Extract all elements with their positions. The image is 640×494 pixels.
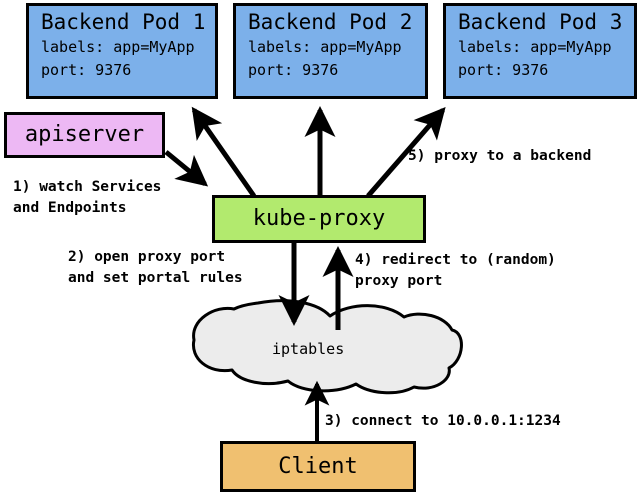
- pod-3-labels: labels: app=MyApp: [458, 38, 612, 56]
- edge-label-step1-line2: and Endpoints: [13, 200, 127, 216]
- node-apiserver[interactable]: apiserver: [4, 112, 165, 158]
- pod-3-title: Backend Pod 3: [458, 10, 623, 34]
- apiserver-label: apiserver: [24, 122, 145, 147]
- edge-label-step4-line2: proxy port: [355, 273, 443, 289]
- pod-2-labels: labels: app=MyApp: [248, 38, 402, 56]
- pod-2-title: Backend Pod 2: [248, 10, 413, 34]
- kube-proxy-label: kube-proxy: [252, 206, 386, 231]
- pod-1-port: port: 9376: [41, 61, 132, 79]
- node-kube-proxy[interactable]: kube-proxy: [212, 195, 426, 243]
- iptables-cloud-shape: [191, 299, 463, 395]
- pod-1-labels: labels: app=MyApp: [41, 38, 195, 56]
- edge-label-step4-line1: 4) redirect to (random): [355, 252, 556, 268]
- edge-label-step1-line1: 1) watch Services: [13, 179, 162, 195]
- arrow-apiserver-to-kubeproxy: [164, 150, 209, 187]
- node-backend-pod-2[interactable]: Backend Pod 2 labels: app=MyApp port: 93…: [233, 3, 428, 99]
- pod-2-port: port: 9376: [248, 61, 339, 79]
- node-client[interactable]: Client: [220, 441, 416, 492]
- node-backend-pod-1[interactable]: Backend Pod 1 labels: app=MyApp port: 93…: [26, 3, 218, 99]
- node-backend-pod-3[interactable]: Backend Pod 3 labels: app=MyApp port: 93…: [443, 3, 637, 99]
- client-label: Client: [278, 453, 358, 479]
- arrow-kubeproxy-to-pod3: [366, 106, 446, 198]
- iptables-label: iptables: [272, 340, 345, 358]
- edge-label-step5: 5) proxy to a backend: [408, 148, 592, 164]
- pod-1-title: Backend Pod 1: [41, 10, 206, 34]
- edge-label-step2-line1: 2) open proxy port: [68, 249, 226, 265]
- arrow-kubeproxy-to-pod1: [191, 106, 257, 198]
- edge-label-step2-line2: and set portal rules: [68, 270, 243, 286]
- edge-label-step3: 3) connect to 10.0.0.1:1234: [325, 413, 561, 429]
- pod-3-port: port: 9376: [458, 61, 549, 79]
